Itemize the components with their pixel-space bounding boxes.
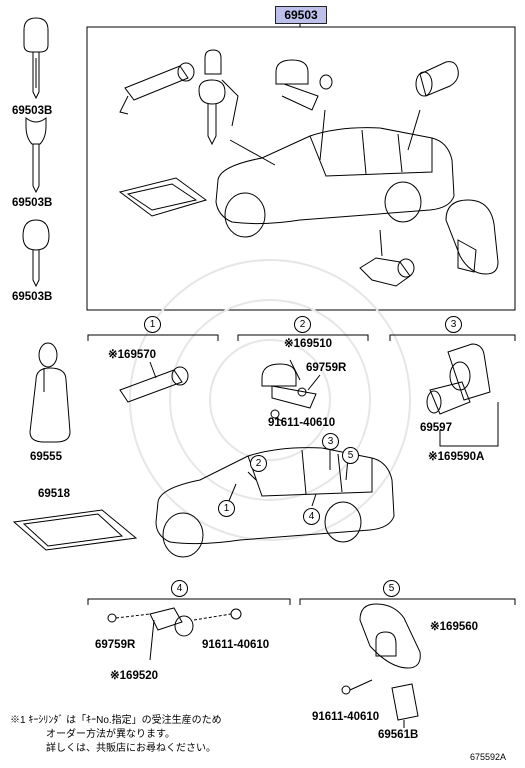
part-label-91611-c[interactable]: 91611-40610 [312, 711, 380, 723]
note-mark: ※1 [110, 670, 127, 682]
part-label-69518[interactable]: 69518 [38, 488, 70, 500]
vehicle-callout-3: 3 [322, 433, 339, 450]
part-label-69590a[interactable]: 69590A [444, 451, 485, 463]
key-holder-drawing [29, 342, 71, 443]
key-plate-drawing [12, 509, 138, 551]
middle-vehicle-drawing [155, 440, 395, 558]
footnote-line-2: オーダー方法が異なります。 [46, 729, 175, 740]
part-label-key-1[interactable]: 69503B [12, 105, 53, 117]
vehicle-callout-1: 1 [218, 500, 235, 517]
group2-door-cylinder-drawing [261, 359, 321, 423]
assembly-part-number[interactable]: 69503 [275, 6, 327, 24]
footnote-line-3: 詳しくは、共販店にお尋ねください。 [46, 743, 216, 754]
part-label-69759r-b[interactable]: 69759R [95, 639, 136, 651]
top-cylinder-barrel-drawing [415, 61, 459, 97]
top-vehicle-drawing [215, 109, 455, 238]
group-marker-1: 1 [144, 316, 161, 333]
part-label-69759r-a[interactable]: 69759R [306, 362, 347, 374]
group-marker-5: 5 [383, 580, 400, 597]
group-marker-2: 2 [294, 316, 311, 333]
vehicle-callout-4: 4 [303, 508, 320, 525]
part-label-69510[interactable]: 69510 [300, 338, 333, 350]
group5-glove-cylinder-drawing [341, 603, 421, 728]
watermark-emblem [129, 259, 411, 541]
top-key-with-transponder-drawing [198, 49, 239, 146]
part-label-91611-b[interactable]: 91611-40610 [202, 639, 270, 651]
top-glove-cylinder-drawing [445, 199, 499, 275]
part-label-69570[interactable]: 69570 [124, 349, 157, 361]
group-marker-3: 3 [445, 316, 462, 333]
note-mark: ※1 [430, 621, 447, 633]
footnote-line-1: ※1 ｷｰｼﾘﾝﾀﾞ は「ｷｰNo.指定」の受注生産のため [10, 715, 222, 726]
part-label-69560[interactable]: 69560 [446, 621, 479, 633]
top-ignition-cylinder-drawing [119, 62, 195, 115]
part-label-69597[interactable]: 69597 [420, 422, 452, 434]
vehicle-callout-2: 2 [250, 455, 267, 472]
top-door-cylinder-drawing [275, 59, 333, 111]
part-label-key-3[interactable]: 69503B [12, 291, 53, 303]
vehicle-callout-5: 5 [342, 447, 359, 464]
note-mark: ※1 [108, 349, 125, 361]
key-2-drawing [25, 116, 47, 194]
top-key-tag-drawing [118, 177, 208, 217]
group-marker-4: 4 [171, 580, 188, 597]
top-back-door-cylinder-drawing [359, 229, 415, 287]
assembly-frame [86, 26, 516, 311]
part-label-91611-a[interactable]: 91611-40610 [268, 417, 336, 429]
part-label-69520[interactable]: 69520 [126, 670, 159, 682]
group3-cylinder-drawing [426, 343, 499, 447]
document-id: 675592A [470, 752, 507, 762]
note-mark: ※1 [428, 451, 445, 463]
part-label-69555[interactable]: 69555 [30, 451, 62, 463]
key-3-drawing [22, 219, 50, 288]
part-label-key-2[interactable]: 69503B [12, 197, 53, 209]
group1-ignition-cylinder-drawing [119, 361, 189, 403]
group-brackets [87, 334, 516, 605]
group4-door-cylinder-drawing [107, 607, 242, 661]
note-mark: ※1 [284, 338, 301, 350]
key-1-drawing [23, 17, 49, 100]
part-label-69561b[interactable]: 69561B [378, 729, 419, 741]
